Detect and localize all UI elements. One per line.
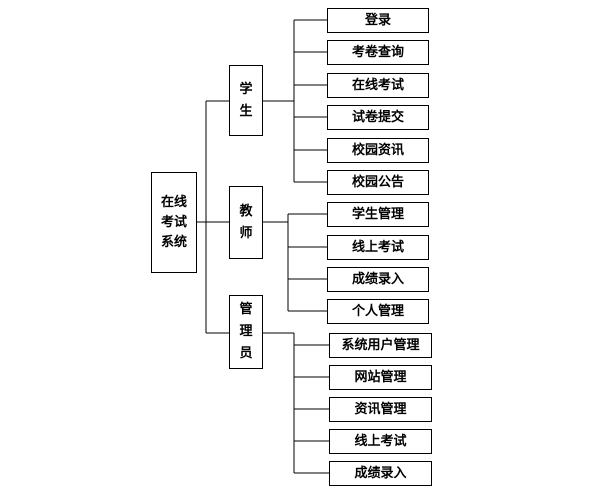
admin-item-online-exam: 线上考试 bbox=[329, 429, 432, 454]
role-student-label-2: 生 bbox=[239, 103, 253, 119]
role-teacher-label-1: 教 bbox=[239, 203, 253, 219]
role-student-label-1: 学 bbox=[239, 81, 253, 97]
admin-item-system-user-management: 系统用户管理 bbox=[329, 333, 432, 358]
student-item-paper-query: 考卷查询 bbox=[327, 40, 429, 65]
teacher-item-score-entry: 成绩录入 bbox=[327, 267, 429, 292]
admin-item-site-management: 网站管理 bbox=[329, 365, 432, 390]
root-node: 在线 考试 系统 bbox=[151, 172, 197, 273]
role-admin-label-3: 员 bbox=[239, 346, 253, 361]
teacher-item-student-management: 学生管理 bbox=[327, 202, 429, 227]
teacher-item-online-exam: 线上考试 bbox=[327, 235, 429, 260]
root-label-line-2: 考试 bbox=[160, 214, 187, 230]
role-node-student: 学 生 bbox=[229, 65, 263, 136]
role-admin-label-1: 管 bbox=[239, 302, 253, 317]
root-label-line-1: 在线 bbox=[160, 194, 187, 210]
student-item-login: 登录 bbox=[327, 8, 429, 33]
role-node-admin: 管 理 员 bbox=[229, 295, 263, 369]
root-label-line-3: 系统 bbox=[160, 234, 187, 250]
role-admin-label-2: 理 bbox=[239, 324, 253, 339]
role-teacher-label-2: 师 bbox=[239, 225, 253, 241]
admin-item-news-management: 资讯管理 bbox=[329, 397, 432, 422]
role-node-teacher: 教 师 bbox=[229, 186, 263, 259]
teacher-item-personal-management: 个人管理 bbox=[327, 299, 429, 324]
student-item-paper-submit: 试卷提交 bbox=[327, 105, 429, 130]
student-item-campus-news: 校园资讯 bbox=[327, 138, 429, 163]
admin-item-score-entry: 成绩录入 bbox=[329, 461, 432, 486]
student-item-online-exam: 在线考试 bbox=[327, 73, 429, 98]
student-item-campus-notice: 校园公告 bbox=[327, 170, 429, 195]
